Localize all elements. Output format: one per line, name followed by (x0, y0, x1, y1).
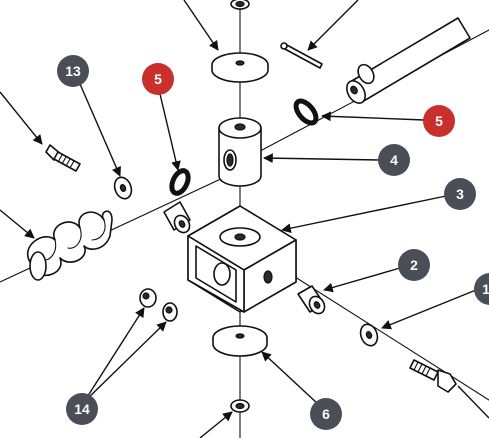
callout-14: 14 (66, 393, 98, 425)
cylinder-block (218, 117, 262, 187)
small-nuts (139, 288, 178, 322)
svg-text:3: 3 (456, 186, 464, 202)
spring (26, 210, 113, 281)
left-bushing (163, 201, 191, 234)
callout-1: 1 (474, 273, 489, 305)
svg-text:1: 1 (482, 281, 489, 297)
svg-text:5: 5 (154, 71, 162, 87)
callout-5-right: 5 (423, 105, 455, 137)
o-ring-right (293, 98, 319, 126)
svg-text:6: 6 (322, 406, 330, 422)
top-nut (230, 0, 250, 10)
callout-2: 2 (398, 249, 430, 281)
handle-rod (346, 17, 471, 104)
callout-5-left: 5 (142, 63, 174, 95)
right-washer (359, 323, 379, 347)
svg-text:4: 4 (390, 152, 398, 168)
left-washer (113, 176, 133, 200)
callout-4: 4 (378, 144, 410, 176)
bottom-nut (230, 399, 250, 413)
svg-text:5: 5 (435, 113, 443, 129)
svg-text:13: 13 (65, 63, 81, 79)
bottom-washer (212, 325, 268, 357)
top-washer (211, 52, 269, 83)
right-bushing (297, 285, 326, 315)
right-screw (409, 359, 457, 393)
o-ring-left (169, 168, 191, 196)
left-screw (45, 144, 81, 172)
main-block (187, 205, 297, 313)
pin (280, 42, 323, 69)
callout-6: 6 (310, 398, 342, 430)
svg-text:2: 2 (410, 257, 418, 273)
svg-text:14: 14 (74, 401, 90, 417)
callout-13: 13 (57, 55, 89, 87)
callout-3: 3 (444, 178, 476, 210)
